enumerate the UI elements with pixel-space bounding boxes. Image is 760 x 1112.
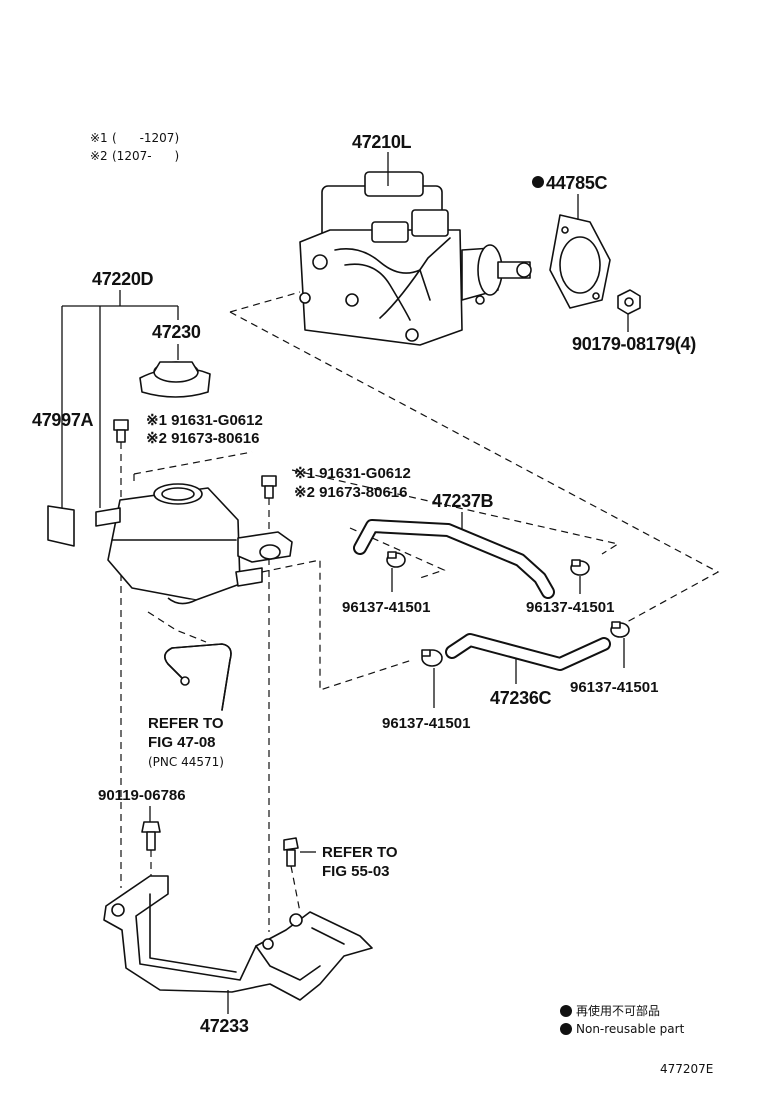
label-bolt-b-2: ※2 91673-80616 bbox=[294, 484, 408, 501]
label-bolt-b-1: ※1 91631-G0612 bbox=[294, 465, 411, 482]
label-clamp-2: 96137-41501 bbox=[526, 599, 614, 616]
label-nut: 90179-08179(4) bbox=[572, 334, 696, 354]
label-bolt-a-2: ※2 91673-80616 bbox=[146, 430, 260, 447]
note-1-mark: ※1 bbox=[90, 131, 108, 145]
legend-dot-en bbox=[560, 1023, 572, 1035]
note-1-text: ( -1207) bbox=[112, 131, 179, 145]
nut-drawing bbox=[617, 289, 641, 315]
legend: 再使用不可部品 Non-reusable part bbox=[560, 1003, 685, 1036]
ref1-line3: (PNC 44571) bbox=[148, 755, 224, 769]
non-reusable-marker bbox=[532, 176, 544, 188]
label-bracket: 47233 bbox=[200, 1016, 249, 1036]
label-clamp-3: 96137-41501 bbox=[570, 679, 658, 696]
label-gasket: 44785C bbox=[546, 173, 608, 193]
clamp-3-drawing bbox=[610, 621, 630, 638]
label-reservoir: 47220D bbox=[92, 269, 154, 289]
label-clamp-4: 96137-41501 bbox=[382, 715, 470, 732]
label-master-cylinder: 47210L bbox=[352, 132, 412, 152]
gasket-drawing bbox=[549, 214, 611, 309]
clamp-4-drawing bbox=[421, 649, 443, 667]
legend-dot-jp bbox=[560, 1005, 572, 1017]
ref1-line1: REFER TO bbox=[148, 715, 224, 732]
applicability-notes: ※1 ( -1207) ※2 (1207- ) bbox=[90, 131, 179, 163]
label-cap: 47230 bbox=[152, 322, 201, 342]
label-plate-code: 47997A bbox=[32, 410, 94, 430]
figure-id: 477207E bbox=[660, 1062, 713, 1076]
legend-jp: 再使用不可部品 bbox=[576, 1003, 660, 1018]
cap-drawing bbox=[139, 361, 211, 398]
bolt-a-drawing bbox=[113, 419, 129, 443]
note-2-mark: ※2 bbox=[90, 149, 108, 163]
hose-b-drawing bbox=[353, 519, 555, 599]
note-2-text: (1207- ) bbox=[112, 149, 179, 163]
bolt-b-drawing bbox=[261, 475, 277, 499]
label-hose-b: 47237B bbox=[432, 491, 494, 511]
reference-hose-drawing bbox=[164, 643, 232, 711]
label-clamp-1: 96137-41501 bbox=[342, 599, 430, 616]
hose-c-drawing bbox=[445, 633, 611, 671]
label-bolt-a-1: ※1 91631-G0612 bbox=[146, 412, 263, 429]
ref2-line1: REFER TO bbox=[322, 844, 398, 861]
label-bolt-c: 90119-06786 bbox=[98, 787, 186, 804]
label-hose-c: 47236C bbox=[490, 688, 552, 708]
clamp-1-drawing bbox=[386, 551, 406, 568]
bolt-d-drawing bbox=[283, 837, 299, 867]
master-cylinder-drawing bbox=[299, 171, 532, 346]
legend-en: Non-reusable part bbox=[576, 1022, 685, 1036]
clamp-2-drawing bbox=[570, 559, 590, 576]
ref2-line2: FIG 55-03 bbox=[322, 863, 390, 880]
reservoir-drawing bbox=[95, 483, 293, 605]
label-plate-drawing bbox=[47, 505, 75, 547]
bolt-c-drawing bbox=[141, 821, 161, 851]
ref1-line2: FIG 47-08 bbox=[148, 734, 216, 751]
bracket-drawing bbox=[103, 875, 373, 1001]
